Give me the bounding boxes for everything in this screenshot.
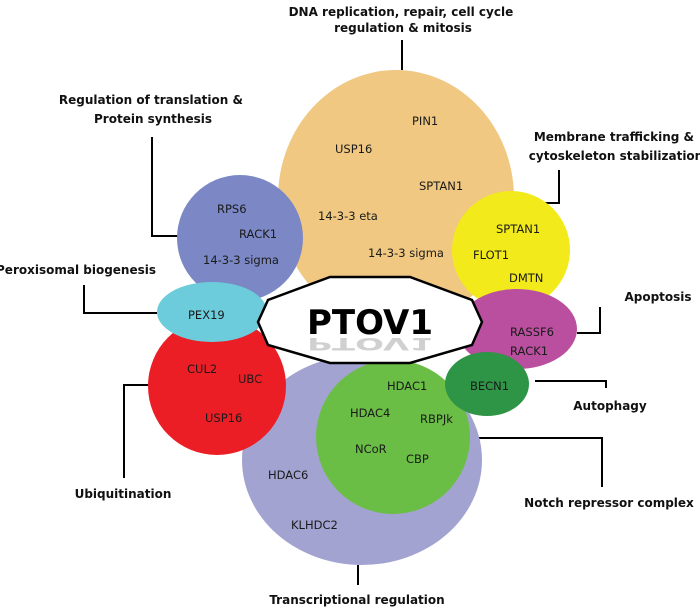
protein-label: RBPJk	[420, 412, 453, 426]
category-transcription: Transcriptional regulation	[269, 593, 444, 607]
group-translation-blob	[177, 175, 303, 301]
protein-label: 14-3-3 eta	[318, 209, 378, 223]
protein-label: PIN1	[412, 114, 438, 128]
protein-label: CUL2	[187, 362, 217, 376]
protein-label: FLOT1	[473, 248, 509, 262]
protein-label: DMTN	[509, 271, 543, 285]
category-apoptosis: Apoptosis	[624, 290, 691, 304]
protein-label: USP16	[335, 142, 372, 156]
category-autophagy: Autophagy	[573, 399, 647, 413]
leader-translation	[151, 137, 178, 237]
category-dna: DNA replication, repair, cell cycle regu…	[289, 5, 518, 35]
protein-label: HDAC6	[268, 468, 308, 482]
protein-label: KLHDC2	[291, 518, 338, 532]
protein-label: RACK1	[510, 344, 548, 358]
protein-label: CBP	[406, 452, 429, 466]
protein-label: USP16	[205, 411, 242, 425]
category-notch: Notch repressor complex	[524, 496, 694, 510]
protein-label: 14-3-3 sigma	[368, 246, 444, 260]
protein-label: HDAC1	[387, 379, 427, 393]
protein-label: SPTAN1	[496, 222, 540, 236]
protein-label: SPTAN1	[419, 179, 463, 193]
protein-label: UBC	[238, 372, 262, 386]
protein-label: 14-3-3 sigma	[203, 253, 279, 267]
protein-label: NCoR	[355, 442, 387, 456]
group-autophagy-blob	[445, 352, 529, 416]
center-label: PTOV1	[307, 303, 433, 343]
group-membrane-blob	[452, 191, 570, 309]
protein-label: BECN1	[470, 379, 509, 393]
leader-notch	[470, 437, 603, 487]
leader-peroxisomal	[83, 285, 157, 314]
category-translation: Regulation of translation & Protein synt…	[59, 93, 247, 126]
group-ubiquitination-blob	[148, 317, 286, 455]
category-peroxisomal: Peroxisomal biogenesis	[0, 263, 156, 277]
category-membrane: Membrane trafficking & cytoskeleton stab…	[529, 130, 700, 163]
leader-autophagy	[535, 380, 607, 388]
leader-ubiquitination	[123, 384, 149, 478]
protein-label: RPS6	[217, 202, 247, 216]
group-apoptosis-blob	[457, 289, 577, 369]
center-octagon	[256, 275, 484, 365]
group-peroxisomal-blob	[157, 282, 267, 342]
category-ubiquitination: Ubiquitination	[75, 487, 172, 501]
protein-label: PEX19	[188, 308, 225, 322]
center-label-reflection: PTOV1	[307, 334, 433, 354]
protein-label: RACK1	[239, 227, 277, 241]
leader-apoptosis	[577, 307, 601, 334]
group-notch-blob	[316, 360, 470, 514]
protein-label: RASSF6	[510, 325, 554, 339]
leader-membrane	[540, 170, 560, 204]
protein-label: HDAC4	[350, 406, 390, 420]
